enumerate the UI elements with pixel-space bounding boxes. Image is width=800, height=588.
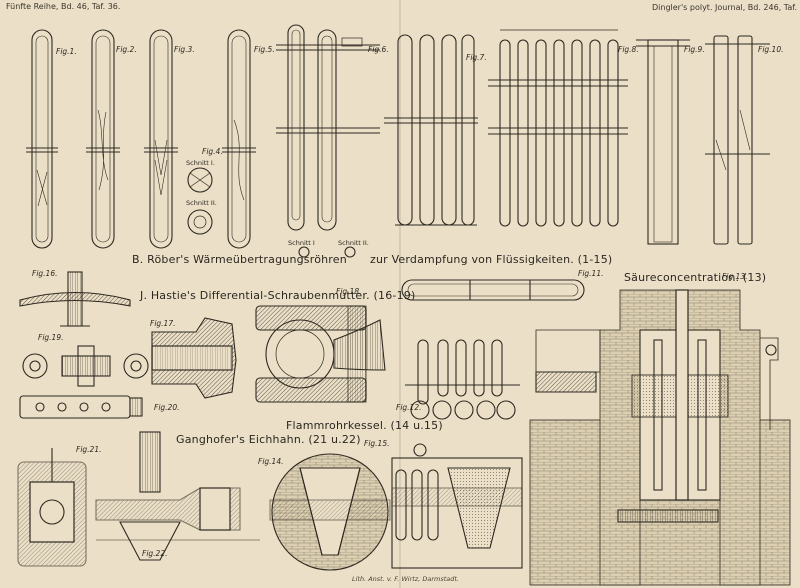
- fig12-apparatus: [405, 339, 520, 420]
- fig22-cock: [95, 431, 260, 561]
- fig21-cock: [17, 448, 87, 567]
- caption-saeure: Säureconcentration. (13): [624, 271, 767, 284]
- fig16-nut: [19, 271, 131, 327]
- schnitt1-fig4: Schnitt I.: [186, 159, 215, 167]
- fig15-boiler: [391, 443, 523, 569]
- fig4-label: Fig.4.: [202, 147, 223, 156]
- header-left: Fünfte Reihe, Bd. 46, Taf. 36.: [6, 2, 121, 11]
- fig14-label: Fig.14.: [258, 457, 284, 466]
- fig10-label: Fig.10.: [758, 45, 784, 54]
- fig9-label: Fig.9.: [684, 45, 705, 54]
- fig19-assembly: [22, 345, 149, 387]
- fig6-apparatus: [276, 24, 380, 258]
- caption-flammrohr: Flammrohrkessel. (14 u.15): [286, 419, 443, 432]
- schnitt1-fig6: Schnitt I: [288, 239, 315, 247]
- fig20-bar: [19, 395, 143, 419]
- fig4-sections: [187, 167, 213, 235]
- fig10-column: [705, 35, 770, 245]
- caption-hastie: J. Hastie's Differential-Schraubenmutter…: [140, 289, 416, 302]
- fig21-label: Fig.21.: [76, 445, 102, 454]
- fig2-tube: [86, 29, 120, 249]
- fig5-label: Fig.5.: [254, 45, 275, 54]
- fig16-label: Fig.16.: [32, 269, 58, 278]
- fig15-label: Fig.15.: [364, 439, 390, 448]
- caption-roeber: B. Röber's Wärmeübertragungsröhren: [132, 253, 347, 266]
- fig1-label: Fig.1.: [56, 47, 77, 56]
- fig22-label: Fig.22.: [142, 549, 168, 558]
- fig8-label: Fig.8.: [618, 45, 639, 54]
- fig18-label: Fig.18.: [336, 287, 362, 296]
- fig18-nut: [255, 305, 386, 403]
- header-right: Dingler's polyt. Journal, Bd. 246, Taf. …: [652, 3, 800, 12]
- plate-fold: [399, 0, 401, 588]
- imprint: Lith. Anst. v. F. Wirtz, Darmstadt.: [352, 575, 459, 583]
- fig13-furnace: [529, 289, 791, 586]
- caption-ganghofer: Ganghofer's Eichhahn. (21 u.22): [176, 433, 361, 446]
- fig7-apparatus: [384, 34, 478, 226]
- fig9-column: [636, 39, 690, 245]
- fig19-label: Fig.19.: [38, 333, 64, 342]
- fig20-label: Fig.20.: [154, 403, 180, 412]
- caption-roeber-cont: zur Verdampfung von Flüssigkeiten. (1-15…: [370, 253, 613, 266]
- fig17-nut: [151, 317, 237, 399]
- fig5-tube: [222, 29, 256, 249]
- fig6-label: Fig.6.: [368, 45, 389, 54]
- fig11-label: Fig.11.: [578, 269, 604, 278]
- fig14-boiler: [269, 453, 391, 571]
- fig13-label: Fig.13.: [722, 272, 748, 281]
- fig2-label: Fig.2.: [116, 45, 137, 54]
- schnitt2-fig4: Schnitt II.: [186, 199, 217, 207]
- fig3-tube: [144, 29, 178, 249]
- fig8-tube-bank: [488, 29, 628, 227]
- fig1-tube: [26, 29, 58, 249]
- fig11-coils: [401, 279, 585, 301]
- fig7-label: Fig.7.: [466, 53, 487, 62]
- schnitt2-fig6: Schnitt II.: [338, 239, 369, 247]
- fig12-label: Fig.12.: [396, 403, 422, 412]
- fig17-label: Fig.17.: [150, 319, 176, 328]
- fig3-label: Fig.3.: [174, 45, 195, 54]
